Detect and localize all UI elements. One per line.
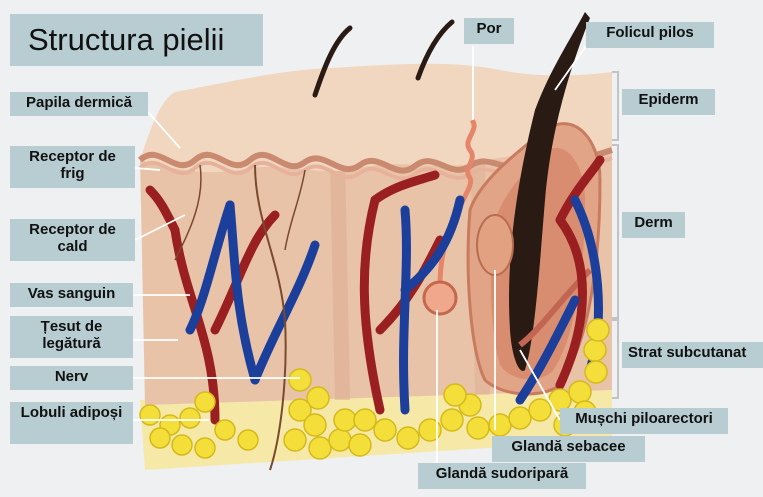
label-epiderm: Epiderm [622,89,715,115]
page-title: Structura pielii [10,14,263,66]
label-vas-sanguin: Vas sanguin [10,283,133,307]
label-strat-subcutanat: Strat subcutanat [622,342,763,368]
label-glanda-sudoripara: Glandă sudoripară [418,463,586,489]
label-papila-dermica: Papila dermică [10,92,148,116]
label-folicul-pilos: Folicul pilos [586,22,714,48]
label-por: Por [464,18,514,44]
sweat-gland-coil [424,282,456,314]
label-tesut-de-legatura: Țesut de legătură [10,316,133,358]
layer-brackets [612,72,618,398]
label-muschi-piloarectori: Mușchi piloarectori [560,408,728,434]
label-receptor-cald: Receptor de cald [10,219,135,261]
label-lobuli-adiposi: Lobuli adipoși [10,402,133,444]
label-glanda-sebacee: Glandă sebacee [492,436,645,462]
label-derm: Derm [622,212,685,238]
label-receptor-frig: Receptor de frig [10,146,135,188]
sebaceous-gland-shape [477,215,513,275]
label-nerv: Nerv [10,366,133,390]
